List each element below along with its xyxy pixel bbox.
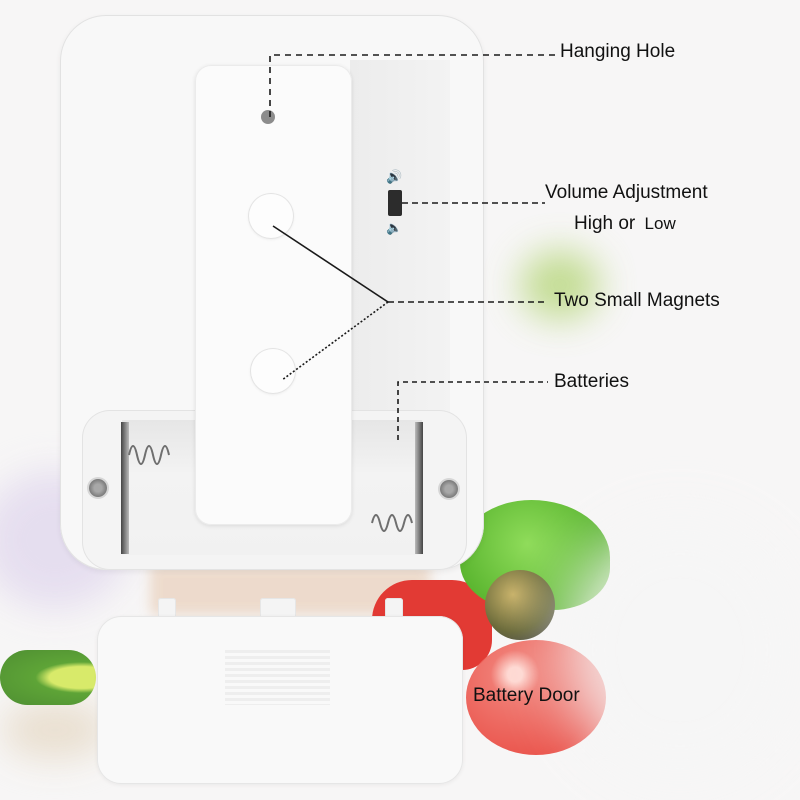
- volume-option-high: High or: [574, 213, 636, 234]
- cucumber: [0, 650, 96, 705]
- screw-right: [440, 480, 458, 498]
- volume-low-icon: 🔈: [386, 220, 403, 235]
- door-tab-center: [260, 598, 296, 618]
- label-volume-options: High or Low: [574, 213, 676, 235]
- background-green-blur: [520, 250, 600, 320]
- battery-terminal-right: [415, 422, 423, 554]
- battery-spring-left: [128, 445, 170, 465]
- door-tab-right: [385, 598, 403, 618]
- label-batteries: Batteries: [554, 371, 629, 392]
- label-hanging-hole: Hanging Hole: [560, 41, 676, 62]
- white-mist: [560, 520, 800, 780]
- hanging-hole: [261, 110, 275, 124]
- door-tab-left: [158, 598, 176, 618]
- magnet-top: [248, 193, 294, 239]
- label-battery-door: Battery Door: [473, 685, 580, 706]
- volume-option-low: Low: [644, 214, 676, 233]
- magnetic-clip: [195, 65, 352, 525]
- volume-switch[interactable]: [388, 190, 402, 216]
- label-two-small-magnets: Two Small Magnets: [554, 290, 720, 311]
- battery-spring-right: [371, 514, 413, 532]
- battery-door-grip: [225, 650, 330, 705]
- background-wood-blur: [0, 700, 110, 760]
- device-shading: [350, 60, 450, 420]
- battery-terminal-left: [121, 422, 129, 554]
- volume-high-icon: 🔊: [386, 169, 403, 184]
- eggplant: [485, 570, 555, 640]
- magnet-bottom: [250, 348, 296, 394]
- label-volume-adjustment: Volume Adjustment: [545, 182, 708, 203]
- screw-left: [89, 479, 107, 497]
